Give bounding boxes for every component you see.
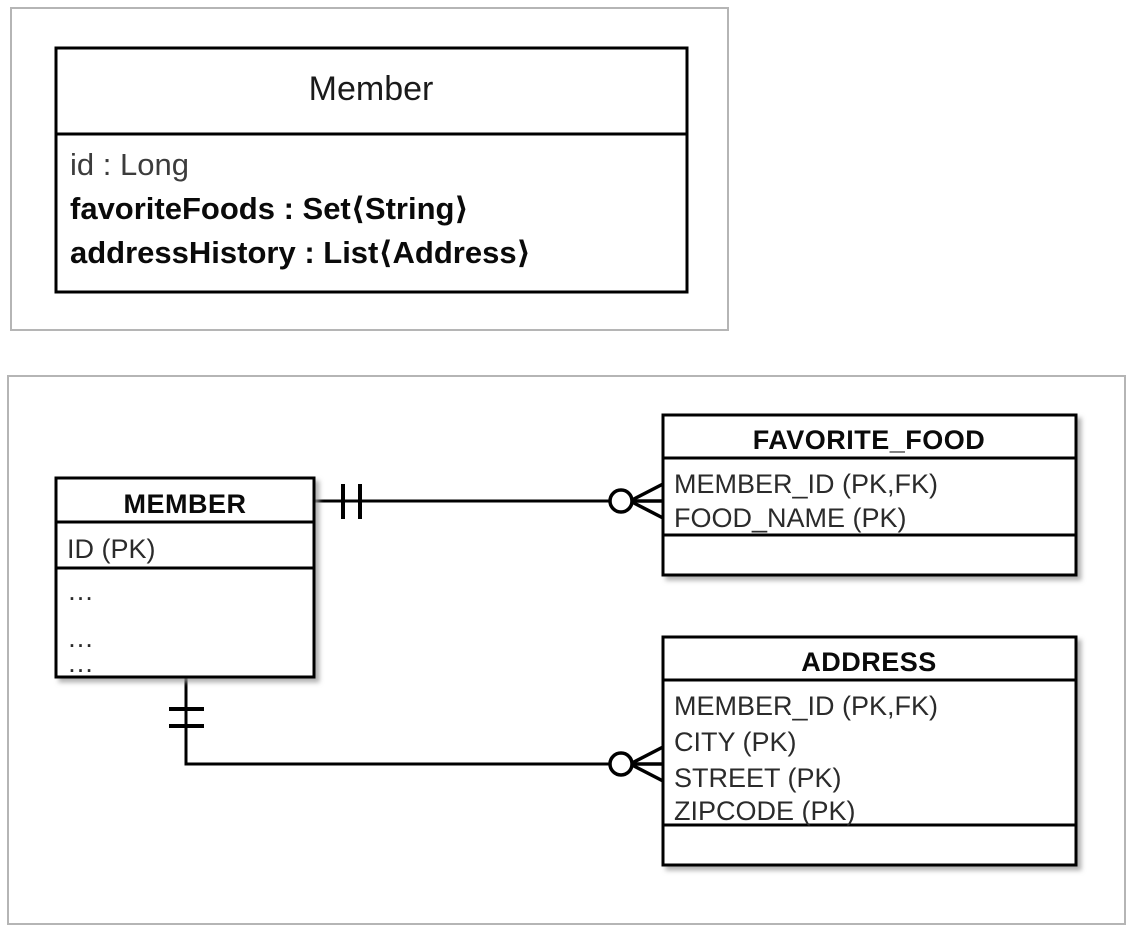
crow-foot-many <box>631 745 664 783</box>
erd-panel: MEMBER ID (PK) … … … FAVORITE_FOOD MEMBE… <box>7 375 1126 925</box>
member-attribute-favorite-foods: favoriteFoods : Set⟨String⟩ <box>70 191 469 226</box>
cardinality-zero-circle <box>608 488 634 514</box>
erd-address-column-member-id: MEMBER_ID (PK,FK) <box>674 691 938 721</box>
erd-address-column-zipcode: ZIPCODE (PK) <box>674 796 856 826</box>
relationship-member-to-address[interactable] <box>169 675 664 783</box>
erd-table-address[interactable] <box>661 635 1078 867</box>
erd-table-member[interactable] <box>54 476 316 679</box>
crow-foot-many <box>631 482 664 520</box>
erd-address-column-street: STREET (PK) <box>674 763 842 793</box>
cardinality-zero-circle <box>608 751 634 777</box>
erd-member-column-placeholder-3: … <box>67 648 96 678</box>
erd-favorite-food-title: FAVORITE_FOOD <box>753 425 986 455</box>
erd-table-favorite-food[interactable] <box>661 413 1078 577</box>
member-class-title: Member <box>309 70 434 108</box>
relationship-member-to-favorite-food[interactable] <box>311 482 664 520</box>
uml-class-diagram-panel: Member id : Long favoriteFoods : Set⟨Str… <box>10 7 729 331</box>
erd-address-title: ADDRESS <box>801 647 937 677</box>
member-attribute-id: id : Long <box>70 147 189 182</box>
erd-favorite-food-column-food-name: FOOD_NAME (PK) <box>674 503 907 533</box>
member-attribute-address-history: addressHistory : List⟨Address⟩ <box>70 235 531 270</box>
erd-member-column-id: ID (PK) <box>67 534 156 564</box>
member-class-box[interactable]: Member id : Long favoriteFoods : Set⟨Str… <box>54 46 689 294</box>
erd-table-member-title: MEMBER <box>124 489 247 519</box>
erd-member-column-placeholder-1: … <box>67 576 96 606</box>
erd-member-column-placeholder-2: … <box>67 623 96 653</box>
erd-address-column-city: CITY (PK) <box>674 727 797 757</box>
erd-favorite-food-column-member-id: MEMBER_ID (PK,FK) <box>674 469 938 499</box>
